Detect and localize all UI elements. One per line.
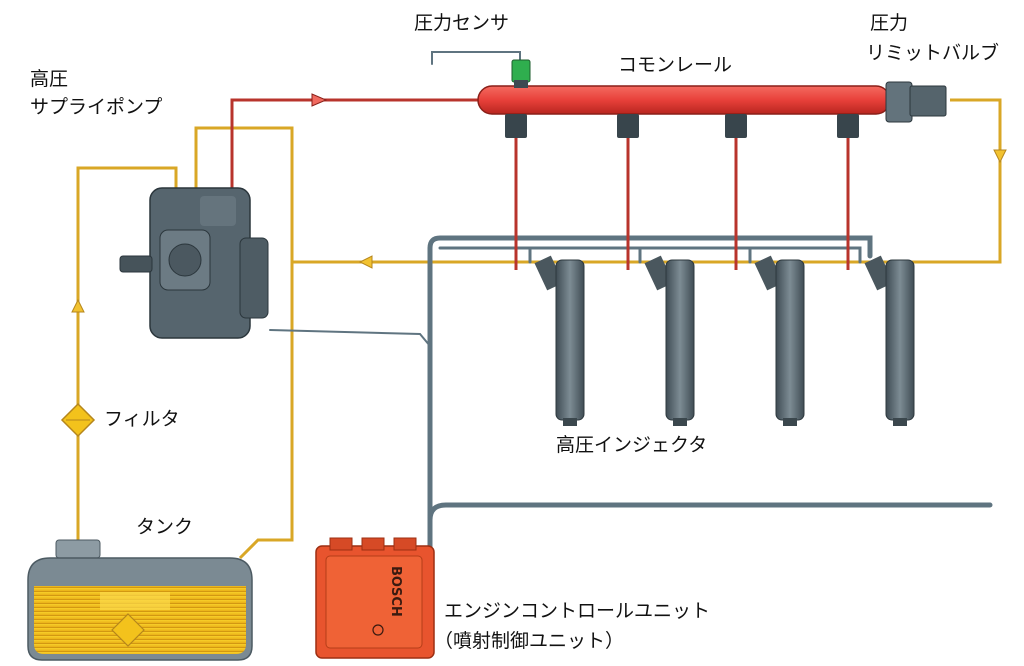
- injector-icon: [534, 255, 915, 426]
- signal-lines: [269, 51, 993, 563]
- supply-pump-label-line1: 高圧: [30, 68, 69, 90]
- filter-label: フィルタ: [104, 408, 180, 430]
- sensor-icon: [511, 59, 531, 88]
- injectors-label: 高圧インジェクタ: [556, 434, 708, 456]
- ecu-label-line2: （噴射制御ユニット）: [434, 630, 625, 652]
- common-rail: [477, 85, 891, 138]
- tank-label: タンク: [136, 516, 194, 538]
- tank-icon: [27, 539, 253, 661]
- ecu-label-line1: エンジンコントロールユニット: [444, 600, 711, 622]
- pressure-limit-valve-label-line2: リミットバルブ: [866, 42, 1000, 64]
- pressure-limit-valve-label-line1: 圧力: [870, 12, 909, 34]
- ecu-brand-label: BOSCH: [388, 566, 403, 617]
- common-rail-label: コモンレール: [618, 54, 733, 76]
- valve-icon: [885, 81, 947, 123]
- high-pressure-lines: [230, 98, 850, 270]
- pump-icon: [119, 187, 269, 339]
- arrow-icon: [71, 149, 1007, 313]
- arrow-icon: [311, 93, 328, 107]
- pressure-sensor-label: 圧力センサ: [414, 12, 510, 34]
- low-pressure-lines: [76, 98, 1002, 620]
- filter-icon: [60, 402, 96, 438]
- supply-pump-label-line2: サプライポンプ: [30, 96, 163, 118]
- ecu-icon: BOSCH: [315, 537, 435, 659]
